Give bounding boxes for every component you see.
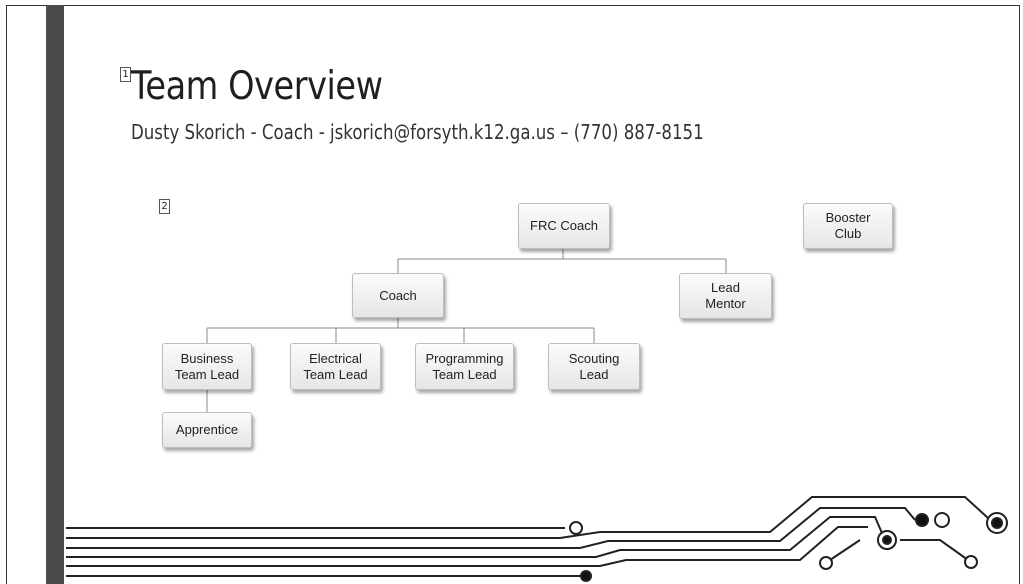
coach-name: Dusty Skorich bbox=[131, 120, 246, 144]
coach-email[interactable]: jskorich@forsyth.k12.ga.us bbox=[330, 120, 555, 144]
org-node-programming-lead[interactable]: Programming Team Lead bbox=[415, 343, 514, 390]
separator: - bbox=[313, 120, 331, 144]
org-node-frc-coach[interactable]: FRC Coach bbox=[518, 203, 610, 249]
separator: – bbox=[554, 120, 574, 144]
separator: - bbox=[245, 120, 262, 144]
org-node-business-lead[interactable]: Business Team Lead bbox=[162, 343, 252, 390]
org-node-apprentice[interactable]: Apprentice bbox=[162, 412, 252, 448]
slide-title: Team Overview bbox=[131, 64, 383, 109]
org-node-lead-mentor[interactable]: Lead Mentor bbox=[679, 273, 772, 319]
slide-marker-1: 1 bbox=[120, 67, 131, 82]
org-node-coach[interactable]: Coach bbox=[352, 273, 444, 318]
org-node-booster-club[interactable]: Booster Club bbox=[803, 203, 893, 249]
coach-role: Coach bbox=[261, 120, 314, 144]
slide-subtitle: Dusty Skorich - Coach - jskorich@forsyth… bbox=[131, 120, 704, 144]
org-node-electrical-lead[interactable]: Electrical Team Lead bbox=[290, 343, 381, 390]
slide-left-bar bbox=[46, 5, 64, 584]
coach-phone: (770) 887-8151 bbox=[573, 120, 704, 144]
slide-frame bbox=[6, 5, 1020, 584]
slide-marker-2: 2 bbox=[159, 199, 170, 214]
circuit-decoration bbox=[66, 496, 989, 577]
org-node-scouting-lead[interactable]: Scouting Lead bbox=[548, 343, 640, 390]
